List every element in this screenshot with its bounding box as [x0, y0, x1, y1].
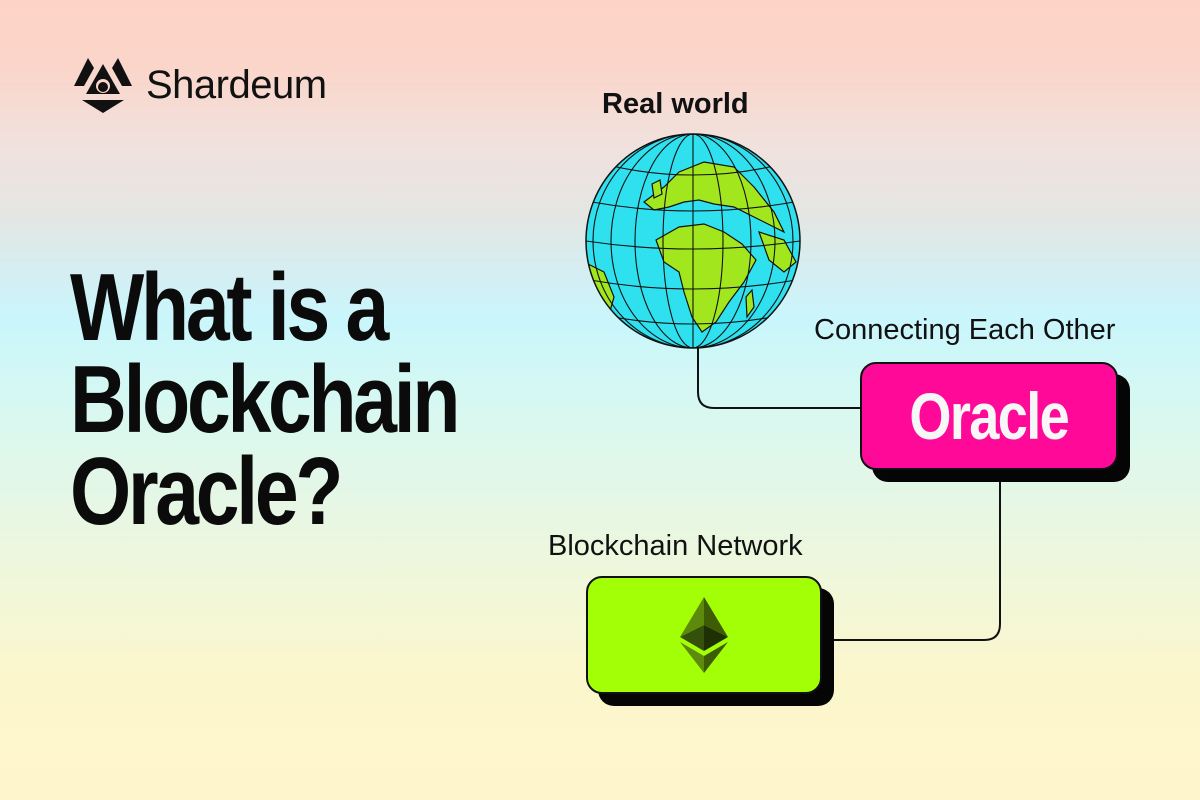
shardeum-logo-icon: [74, 58, 132, 113]
page-title: What is a Blockchain Oracle?: [70, 254, 460, 545]
blockchain-network-label: Blockchain Network: [548, 530, 803, 562]
ethereum-icon: [680, 597, 728, 673]
oracle-label: Oracle: [909, 379, 1070, 453]
title-line-3: Oracle?: [70, 438, 343, 545]
oracle-node: Oracle: [860, 362, 1118, 470]
title-line-1: What is a: [70, 254, 389, 361]
globe-icon: [585, 133, 801, 349]
brand-name: Shardeum: [146, 62, 327, 107]
title-line-2: Blockchain: [70, 346, 460, 453]
blockchain-network-node: [586, 576, 822, 694]
brand-logo: Shardeum: [72, 56, 327, 114]
real-world-label: Real world: [602, 88, 749, 120]
connecting-caption: Connecting Each Other: [814, 314, 1116, 346]
